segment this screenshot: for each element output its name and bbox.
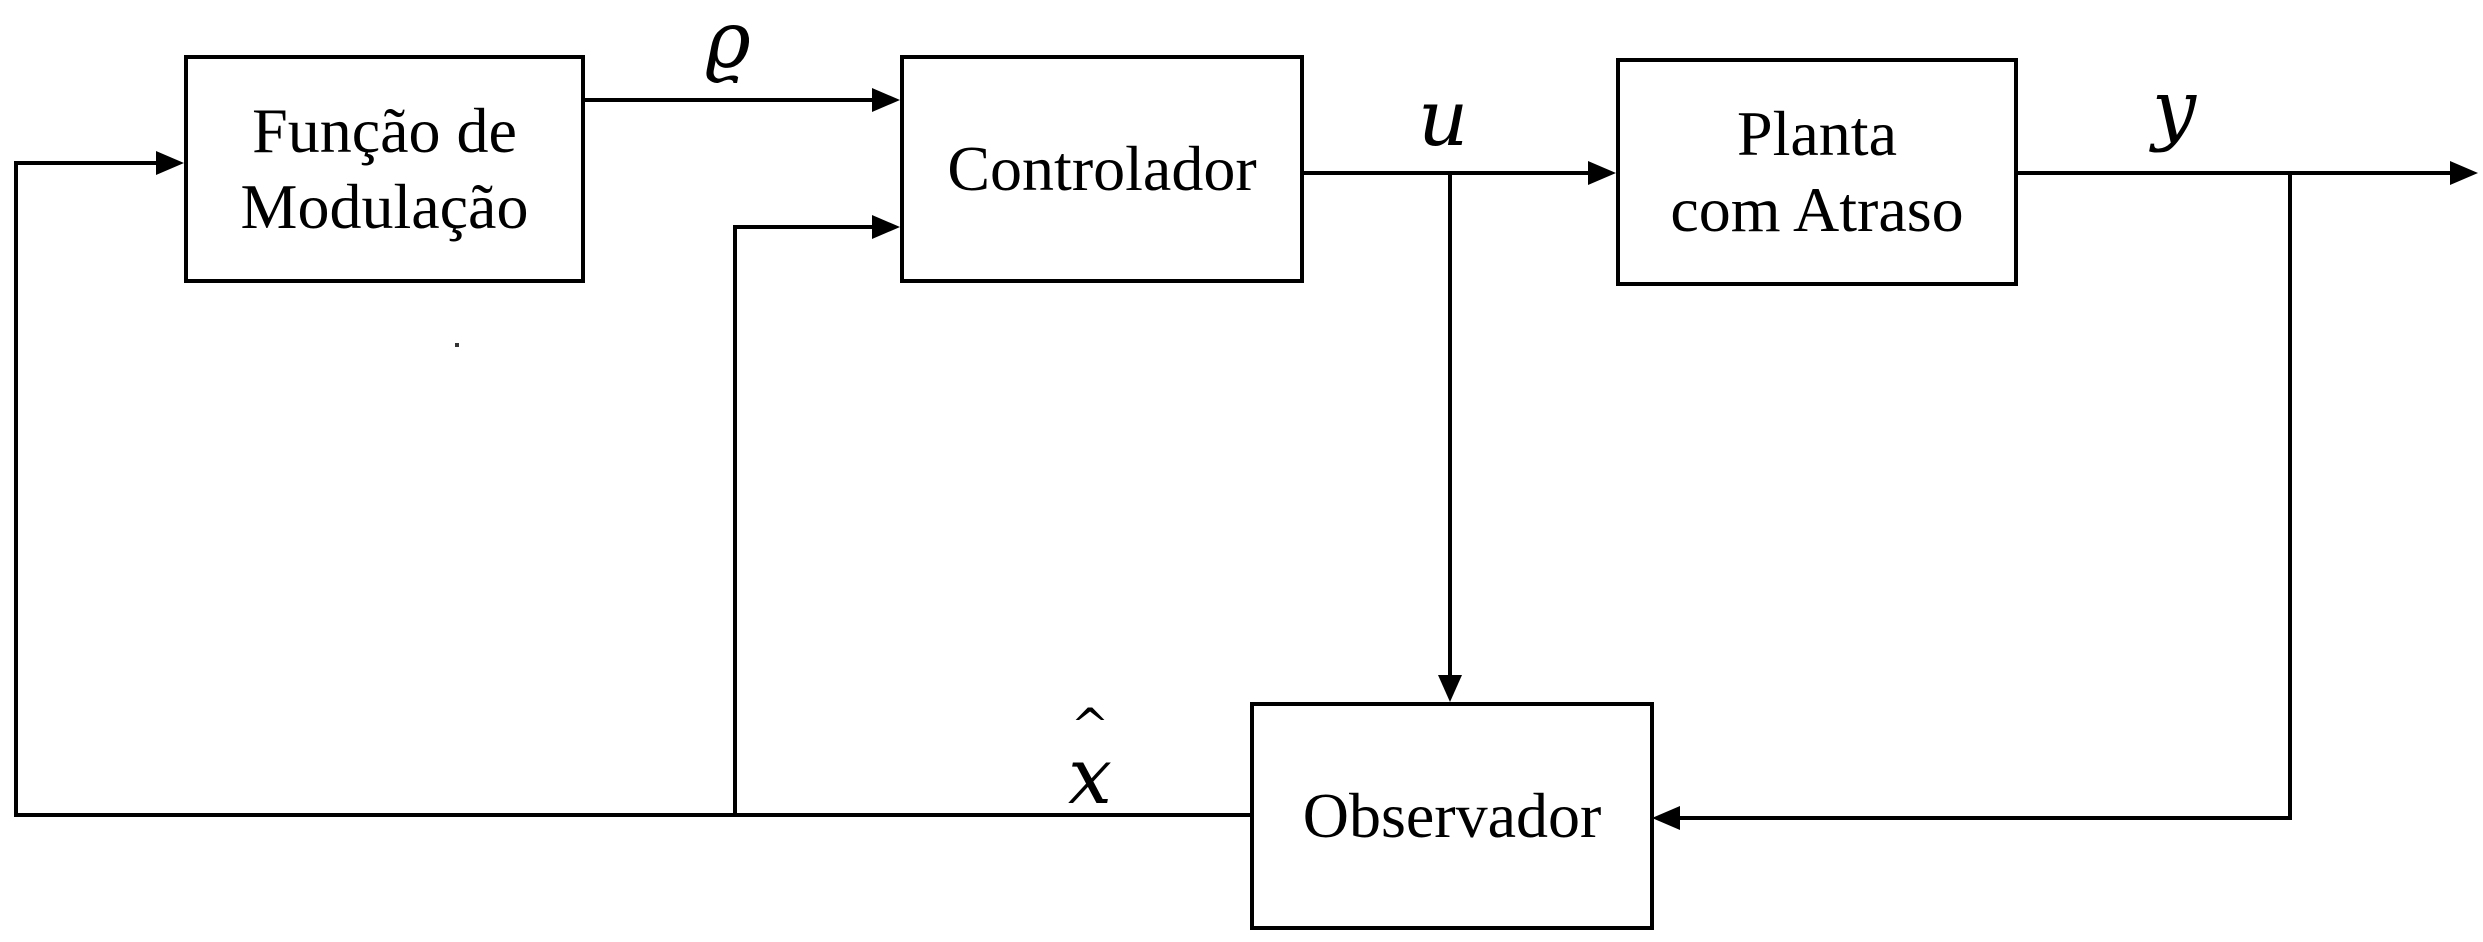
wire-xhat-to-modulation [14,161,1252,817]
controller-block: Controlador [900,55,1304,283]
modulation-function-label: Função de Modulação [240,95,529,242]
arrowhead-into-plant [1588,161,1616,185]
signal-label-rho: ϱ [705,0,751,86]
controller-label: Controlador [947,133,1257,205]
wire-xhat-to-controller [733,225,872,817]
arrowhead-into-observer-top [1438,675,1462,702]
observer-label: Observador [1302,780,1602,852]
stray-dot-mark [455,343,459,347]
arrowhead-output-y [2450,161,2478,185]
arrowhead-into-controller-lower [872,215,900,239]
signal-label-x-hat: ^ x [1060,702,1120,816]
arrowhead-into-observer-right [1652,806,1680,830]
signal-label-y: y [2152,64,2197,154]
wire-y-to-observer [1678,171,2292,820]
observer-block: Observador [1250,702,1654,930]
arrowhead-into-controller-upper [872,88,900,112]
signal-label-u: u [1418,74,1469,164]
x-hat-symbol: x [1068,732,1112,822]
plant-with-delay-label: Planta com Atraso [1670,98,1964,245]
arrowhead-into-modulation [156,151,184,175]
plant-with-delay-block: Planta com Atraso [1616,58,2018,286]
modulation-function-block: Função de Modulação [184,55,585,283]
